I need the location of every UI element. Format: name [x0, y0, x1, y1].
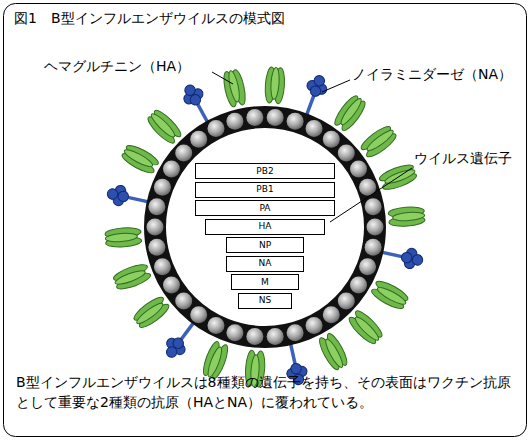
envelope-bead — [175, 293, 192, 310]
envelope-bead — [207, 120, 224, 137]
hemagglutinin-spike — [264, 67, 285, 104]
envelope-bead — [226, 113, 243, 130]
envelope-bead — [323, 306, 340, 323]
gene-name: M — [261, 278, 269, 287]
ha-lobe — [122, 147, 154, 169]
envelope-bead — [148, 198, 165, 215]
envelope-bead — [306, 120, 323, 137]
neuraminidase-spike — [378, 242, 425, 271]
envelope-bead — [365, 198, 382, 215]
envelope-bead — [154, 179, 171, 196]
ha-lobe — [365, 128, 395, 154]
gene-segment-box: PB2 — [195, 163, 335, 179]
envelope-bead — [367, 219, 384, 236]
hemagglutinin-spike — [105, 227, 142, 249]
gene-name: PB2 — [256, 167, 273, 176]
ha-lobe — [338, 96, 364, 126]
hemagglutinin-spike — [120, 142, 161, 176]
na-head — [411, 254, 423, 266]
envelope-beads — [147, 109, 384, 345]
ha-lobe — [105, 232, 137, 242]
envelope-bead — [190, 306, 207, 323]
envelope-bead — [246, 328, 263, 345]
ha-lobe — [206, 346, 225, 379]
hemagglutinin-spike — [369, 278, 410, 312]
hemagglutinin-spike — [112, 262, 152, 292]
envelope-bead — [287, 113, 304, 130]
gene-segment-box: NS — [238, 293, 292, 309]
envelope-bead — [267, 109, 284, 126]
ha-lobe — [149, 111, 177, 139]
hemagglutinin-spike — [221, 69, 247, 108]
part-label: ヘマグルチニン（HA） — [44, 58, 190, 75]
gene-name: HA — [259, 222, 272, 231]
envelope-bead — [148, 239, 165, 256]
surface-spikes — [105, 67, 426, 388]
leader-line — [330, 168, 412, 222]
envelope-bead — [306, 317, 323, 334]
ha-lobe — [376, 285, 408, 307]
envelope-bead — [323, 131, 340, 148]
figure-caption: B型インフルエンザウイルスは8種類の遺伝子を持ち、その表面はワクチン抗原として重… — [16, 372, 521, 413]
hemagglutinin-spike — [145, 107, 184, 146]
envelope-bead — [154, 258, 171, 275]
envelope-bead — [350, 276, 367, 293]
neuraminidase-spike — [105, 183, 152, 212]
hemagglutinin-spike — [131, 294, 171, 331]
gene-segment-box: PA — [195, 200, 335, 216]
gene-name: PB1 — [256, 185, 273, 194]
envelope-bead — [338, 144, 355, 161]
gene-segment-box: NP — [226, 237, 304, 253]
gene-segment-box: M — [231, 274, 299, 290]
envelope-bead — [267, 328, 284, 345]
envelope-bead — [226, 324, 243, 341]
ha-lobe — [353, 315, 381, 343]
envelope-bead — [163, 161, 180, 178]
ha-lobe — [114, 268, 147, 287]
envelope-bead — [359, 258, 376, 275]
part-label: ノイラミニダーゼ（NA） — [352, 66, 512, 83]
hemagglutinin-spike — [346, 308, 385, 347]
envelope-bead — [190, 131, 207, 148]
gene-name: NA — [259, 259, 272, 268]
leader-line — [322, 80, 350, 92]
envelope-bead — [175, 144, 192, 161]
na-head — [106, 188, 118, 200]
envelope-bead — [207, 317, 224, 334]
gene-segment-box: HA — [205, 219, 325, 235]
hemagglutinin-spike — [388, 206, 425, 228]
na-head — [309, 84, 322, 97]
ha-lobe — [270, 67, 280, 99]
frame-border — [4, 4, 527, 437]
leader-line — [212, 72, 233, 84]
envelope-bead — [287, 324, 304, 341]
part-label: ウイルス遺伝子 — [414, 150, 512, 167]
envelope-bead — [246, 109, 263, 126]
figure-title: 図1 B型インフルエンザウイルスの模式図 — [14, 10, 285, 27]
gene-name: NP — [259, 241, 271, 250]
hemagglutinin-spike — [316, 331, 350, 372]
ha-lobe — [392, 211, 424, 221]
envelope-bead — [147, 219, 164, 236]
envelope-bead — [338, 293, 355, 310]
hemagglutinin-spike — [332, 93, 369, 133]
na-head — [117, 190, 129, 202]
na-head — [171, 336, 186, 351]
ha-lobe — [135, 301, 165, 327]
viral-envelope — [155, 117, 375, 337]
na-head — [188, 93, 202, 107]
na-head — [401, 251, 413, 263]
ha-lobe — [227, 70, 242, 103]
gene-name: NS — [259, 296, 271, 305]
envelope-bead — [350, 161, 367, 178]
envelope-bead — [365, 239, 382, 256]
hemagglutinin-spike — [358, 123, 398, 160]
na-head — [290, 362, 302, 374]
gene-segment-box: NA — [226, 256, 304, 272]
ha-lobe — [323, 337, 345, 369]
gene-segment-box: PB1 — [195, 182, 335, 198]
gene-name: PA — [259, 204, 270, 213]
envelope-bead — [163, 276, 180, 293]
